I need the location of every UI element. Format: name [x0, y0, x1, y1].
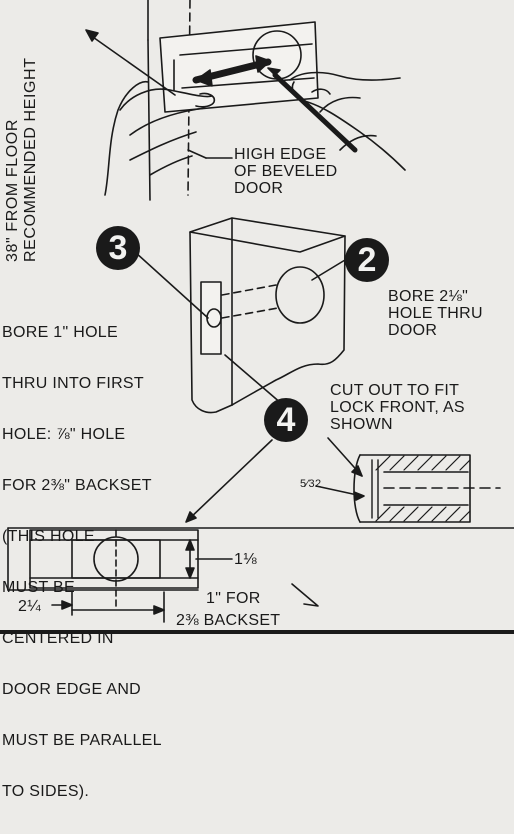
step-3-text: BORE 1" HOLE THRU INTO FIRST HOLE: ⅞" HO…: [2, 290, 162, 834]
step-3-line-1: BORE 1" HOLE: [2, 324, 118, 341]
step-3-line-3: HOLE: ⅞" HOLE: [2, 426, 126, 443]
height-label-line-2: RECOMMENDED HEIGHT: [22, 57, 39, 262]
hand-with-pencil-icon: [267, 67, 406, 171]
step-2-badge: 2: [345, 238, 389, 282]
high-edge-line-3: DOOR: [234, 180, 284, 197]
step-3-line-6: MUST BE: [2, 579, 75, 596]
edge-offset-dimension: 2¼: [18, 598, 41, 615]
lock-mortise-icon: [315, 437, 501, 523]
step-4-badge: 4: [264, 398, 308, 442]
step-2-line-3: DOOR: [388, 322, 438, 339]
step-3-line-10: TO SIDES).: [2, 783, 90, 800]
door-block-icon: [134, 217, 346, 414]
height-label-line-1: 38" FROM FLOOR: [4, 119, 21, 262]
high-edge-line-1: HIGH EDGE: [234, 146, 327, 163]
door-template-scene: [85, 0, 319, 201]
step-3-badge: 3: [96, 226, 140, 270]
step-4-line-3: SHOWN: [330, 416, 393, 433]
high-edge-line-2: OF BEVELED: [234, 163, 338, 180]
step-4-line-2: LOCK FRONT, AS: [330, 399, 465, 416]
plate-dimension-drawing: [0, 527, 514, 634]
step-3-line-5: (THIS HOLE: [2, 528, 95, 545]
step-3-line-9: MUST BE PARALLEL: [2, 732, 162, 749]
step-2-line-2: HOLE THRU: [388, 305, 483, 322]
step-3-line-4: FOR 2⅜" BACKSET: [2, 477, 152, 494]
line-drawing: [0, 0, 514, 634]
step-2-line-1: BORE 2⅛": [388, 288, 469, 305]
hand-holding-template-icon: [104, 81, 216, 196]
step-3-line-7: CENTERED IN: [2, 630, 114, 647]
height-dimension: 1⅛: [234, 551, 257, 568]
step-3-line-8: DOOR EDGE AND: [2, 681, 142, 698]
depth-dimension: 5⁄32: [300, 478, 322, 490]
dimension-arrow-icon: [291, 583, 319, 607]
step-4-line-1: CUT OUT TO FIT: [330, 382, 460, 399]
for-label: 1" FOR: [206, 590, 261, 607]
backset-label: 2⅜ BACKSET: [176, 612, 281, 629]
step-3-line-2: THRU INTO FIRST: [2, 375, 144, 392]
